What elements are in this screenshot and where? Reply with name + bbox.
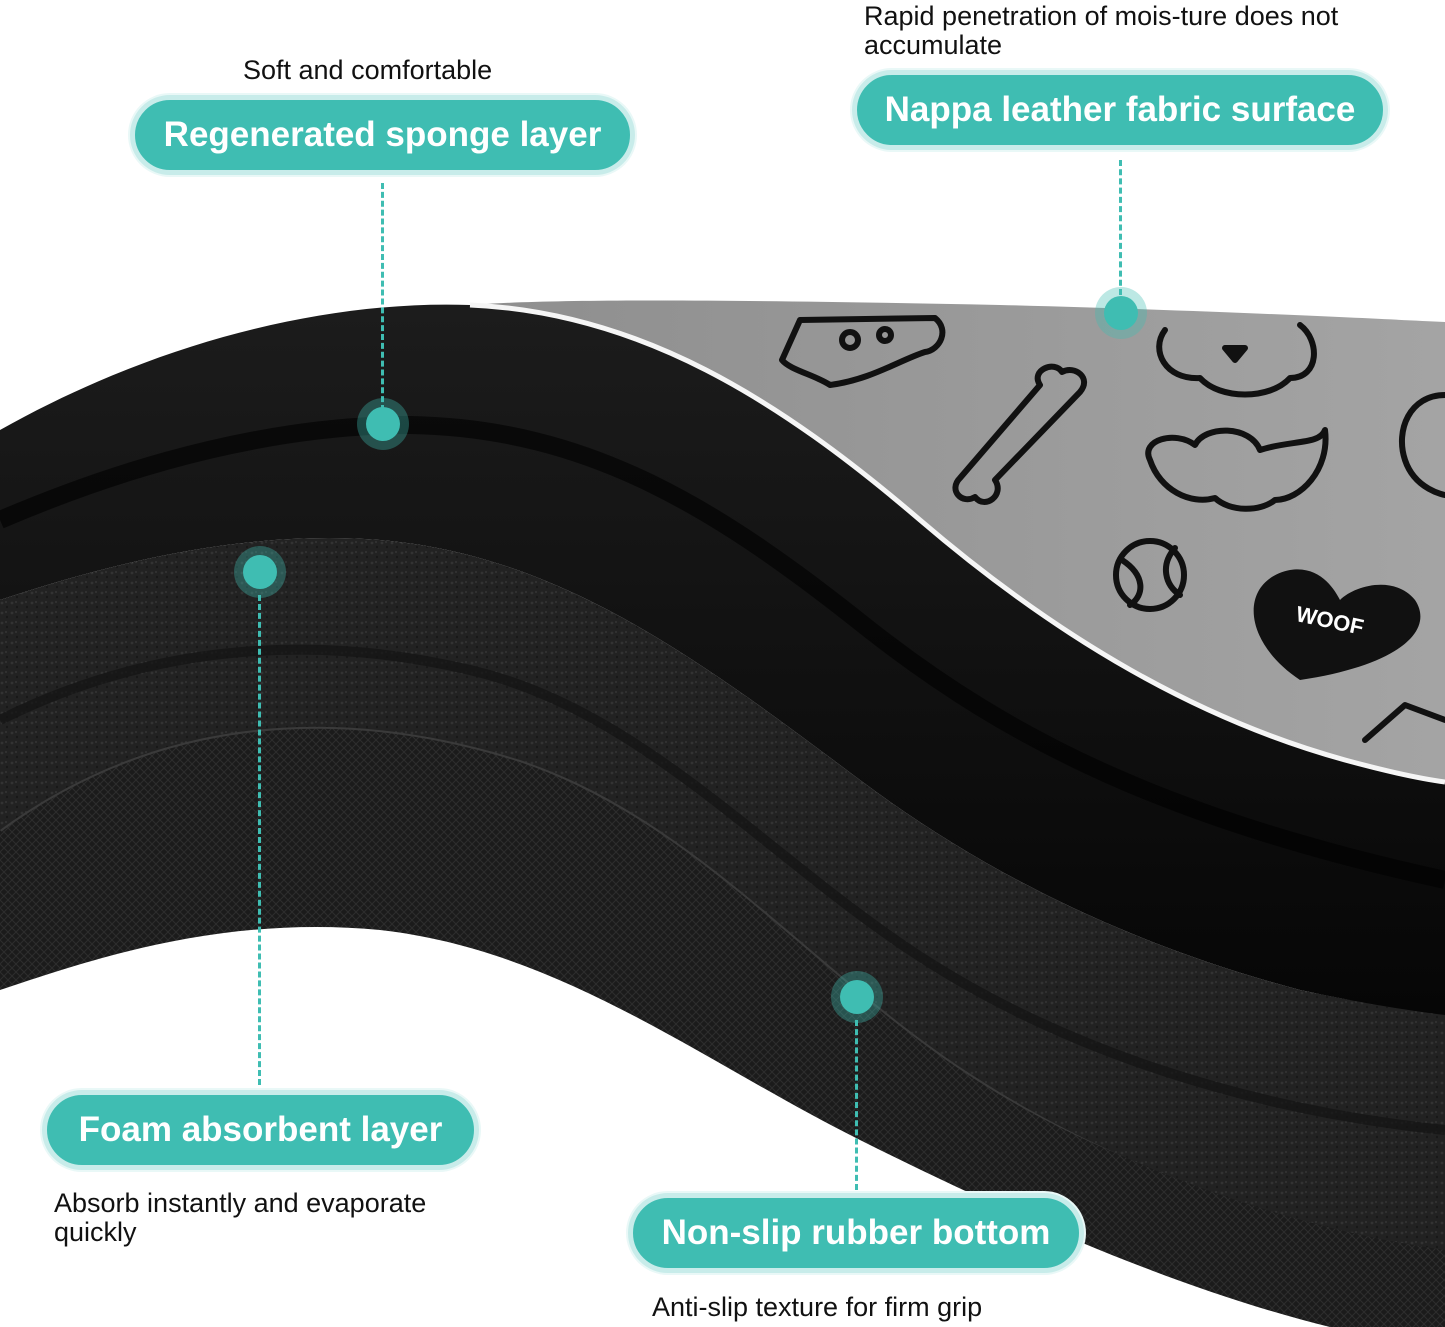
rubber-bottom-layer: [0, 726, 1445, 1327]
nappa-leather-label: Nappa leather fabric surface: [852, 70, 1388, 150]
rubber-note: Anti-slip texture for firm grip: [652, 1292, 983, 1322]
nappa-marker-dot: [1104, 296, 1138, 330]
heart-doodle-icon: [1253, 569, 1421, 680]
ball-doodle-icon: [1113, 538, 1187, 612]
nappa-leather-surface: [470, 300, 1445, 782]
foam-leader-line: [258, 595, 261, 1085]
foam-marker-dot: [243, 555, 277, 589]
rubber-bottom-label: Non-slip rubber bottom: [628, 1193, 1084, 1273]
sponge-note: Soft and comfortable: [243, 55, 493, 85]
rubber-marker-dot: [840, 980, 874, 1014]
foam-absorbent-label: Foam absorbent layer: [42, 1090, 479, 1170]
bone-doodle-icon: [952, 363, 1088, 505]
poop-doodle-icon: [1145, 427, 1329, 512]
dog-face-doodle-icon: [1156, 322, 1317, 398]
foam-note: Absorb instantly and evaporate quickly: [54, 1188, 427, 1247]
foam-absorbent-layer: [0, 538, 1445, 1250]
sponge-leader-line: [381, 183, 384, 411]
nappa-leader-line: [1119, 160, 1122, 295]
rubber-leader-line: [855, 1020, 858, 1190]
sponge-layer-label: Regenerated sponge layer: [130, 95, 635, 175]
pizza-doodle-icon: [779, 315, 946, 388]
donut-doodle-icon: [1398, 392, 1445, 498]
nappa-note: Rapid penetration of mois-ture does not …: [864, 1, 1339, 60]
sponge-layer: [0, 304, 1445, 1015]
sponge-marker-dot: [366, 407, 400, 441]
